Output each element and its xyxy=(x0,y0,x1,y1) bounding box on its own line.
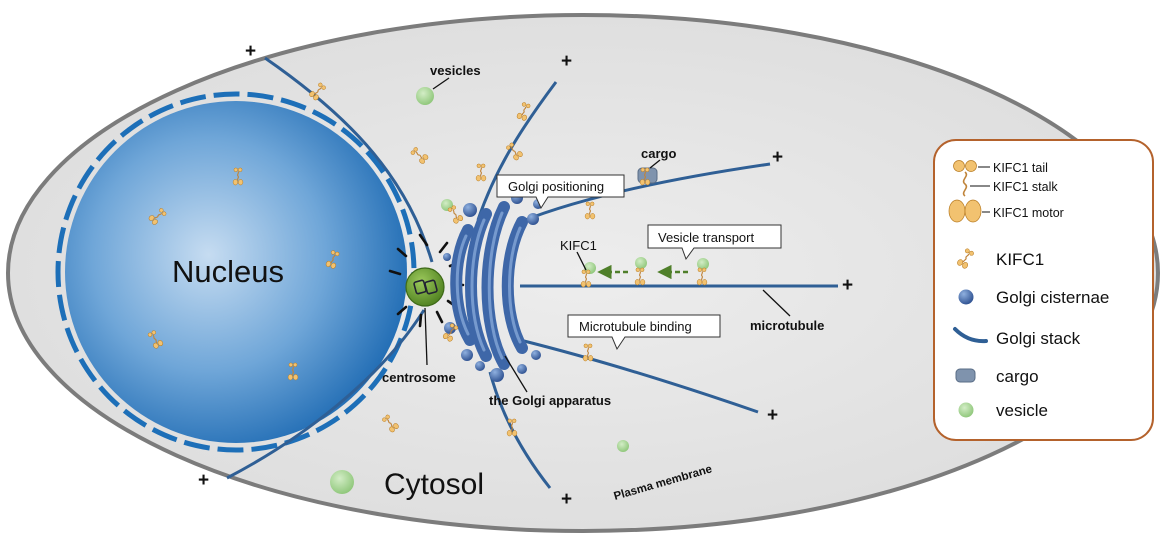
golgi-positioning-callout: Golgi positioning xyxy=(496,174,625,210)
leader-lines xyxy=(424,77,791,393)
nucleus xyxy=(65,101,407,443)
plus-end-label: + xyxy=(245,41,256,62)
plus-end-label: + xyxy=(767,405,778,426)
cargo-icon xyxy=(955,368,976,383)
plus-end-label: + xyxy=(561,51,572,72)
vesicle xyxy=(635,257,647,269)
vesicle-icon xyxy=(958,402,974,418)
microtubule xyxy=(488,371,552,489)
legend-item-label: Golgi stack xyxy=(996,329,1081,348)
microtubule xyxy=(226,309,426,480)
microtubule-binding-label: Microtubule binding xyxy=(579,319,692,334)
centrosome xyxy=(405,267,445,307)
legend-item-label: cargo xyxy=(996,367,1039,386)
plus-end-label: + xyxy=(561,489,572,510)
plus-end-label: + xyxy=(842,275,853,296)
nucleus-label: Nucleus xyxy=(172,254,284,289)
microtubule-label: microtubule xyxy=(750,318,824,333)
kifc1-tail-label: KIFC1 tail xyxy=(993,161,1048,175)
kifc1-anatomy-icon xyxy=(948,160,990,223)
golgi-positioning-label: Golgi positioning xyxy=(508,179,604,194)
kifc1-motor-label: KIFC1 motor xyxy=(993,206,1064,220)
golgi-cisternae-icon xyxy=(958,289,974,305)
cargo-label: cargo xyxy=(641,146,676,161)
centrosome-label: centrosome xyxy=(382,370,456,385)
kifc1-callout-label: KIFC1 xyxy=(560,238,597,253)
microtubule-binding-callout: Microtubule binding xyxy=(567,314,721,351)
vesicle xyxy=(697,258,709,270)
plus-end-label: + xyxy=(198,470,209,491)
vesicle xyxy=(330,470,354,494)
golgi-stack-icon xyxy=(953,327,988,344)
legend-item-label: vesicle xyxy=(996,401,1048,420)
microtubule xyxy=(519,338,759,414)
plus-end-label: + xyxy=(772,147,783,168)
legend-box xyxy=(933,139,1154,441)
vesicles-label: vesicles xyxy=(430,63,481,78)
kifc1-stalk-label: KIFC1 stalk xyxy=(993,180,1058,194)
legend: KIFC1 tail KIFC1 stalk KIFC1 motor KIFC1… xyxy=(933,139,1154,441)
microtubules xyxy=(226,56,838,489)
vesicle-transport-label: Vesicle transport xyxy=(658,230,754,245)
legend-item-label: Golgi cisternae xyxy=(996,288,1109,307)
vesicle xyxy=(416,87,434,105)
legend-item-label: KIFC1 xyxy=(996,250,1044,269)
microtubule xyxy=(264,56,434,263)
golgi-apparatus-label: the Golgi apparatus xyxy=(489,393,611,408)
cytosol-label: Cytosol xyxy=(384,468,484,501)
microtubule xyxy=(476,81,558,221)
vesicles-group xyxy=(330,87,709,494)
vesicle xyxy=(617,440,629,452)
vesicle-transport-callout: Vesicle transport xyxy=(647,224,782,261)
